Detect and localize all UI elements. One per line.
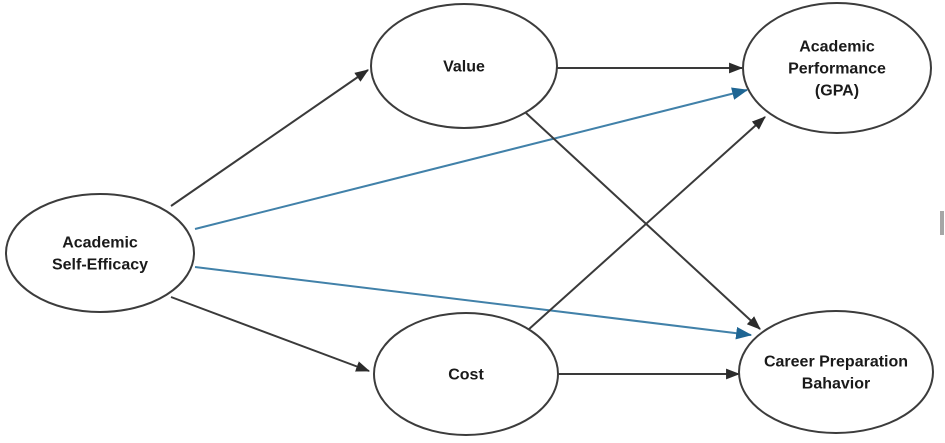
edge-academic-self-efficacy-to-academic-performance-gpa [194,87,749,230]
edge-value-to-career-preparation-bahavior [525,112,761,330]
node-cost: Cost [373,312,559,436]
node-ellipse-academic-performance-gpa [742,2,932,134]
node-value: Value [370,3,558,129]
edge-cost-to-academic-performance-gpa [527,116,766,331]
node-ellipse-value [370,3,558,129]
edges-layer [170,62,766,380]
node-label-cost: Cost [448,367,484,384]
edge-academic-self-efficacy-to-career-preparation-bahavior [194,266,753,340]
edge-academic-self-efficacy-to-cost [170,296,371,372]
node-ellipse-cost [373,312,559,436]
node-label-value: Value [443,59,485,76]
node-ellipse-academic-self-efficacy [5,193,195,313]
edge-academic-self-efficacy-to-value [170,69,369,207]
right-edge-artifact [940,211,944,235]
node-ellipse-career-preparation-bahavior [738,310,934,434]
